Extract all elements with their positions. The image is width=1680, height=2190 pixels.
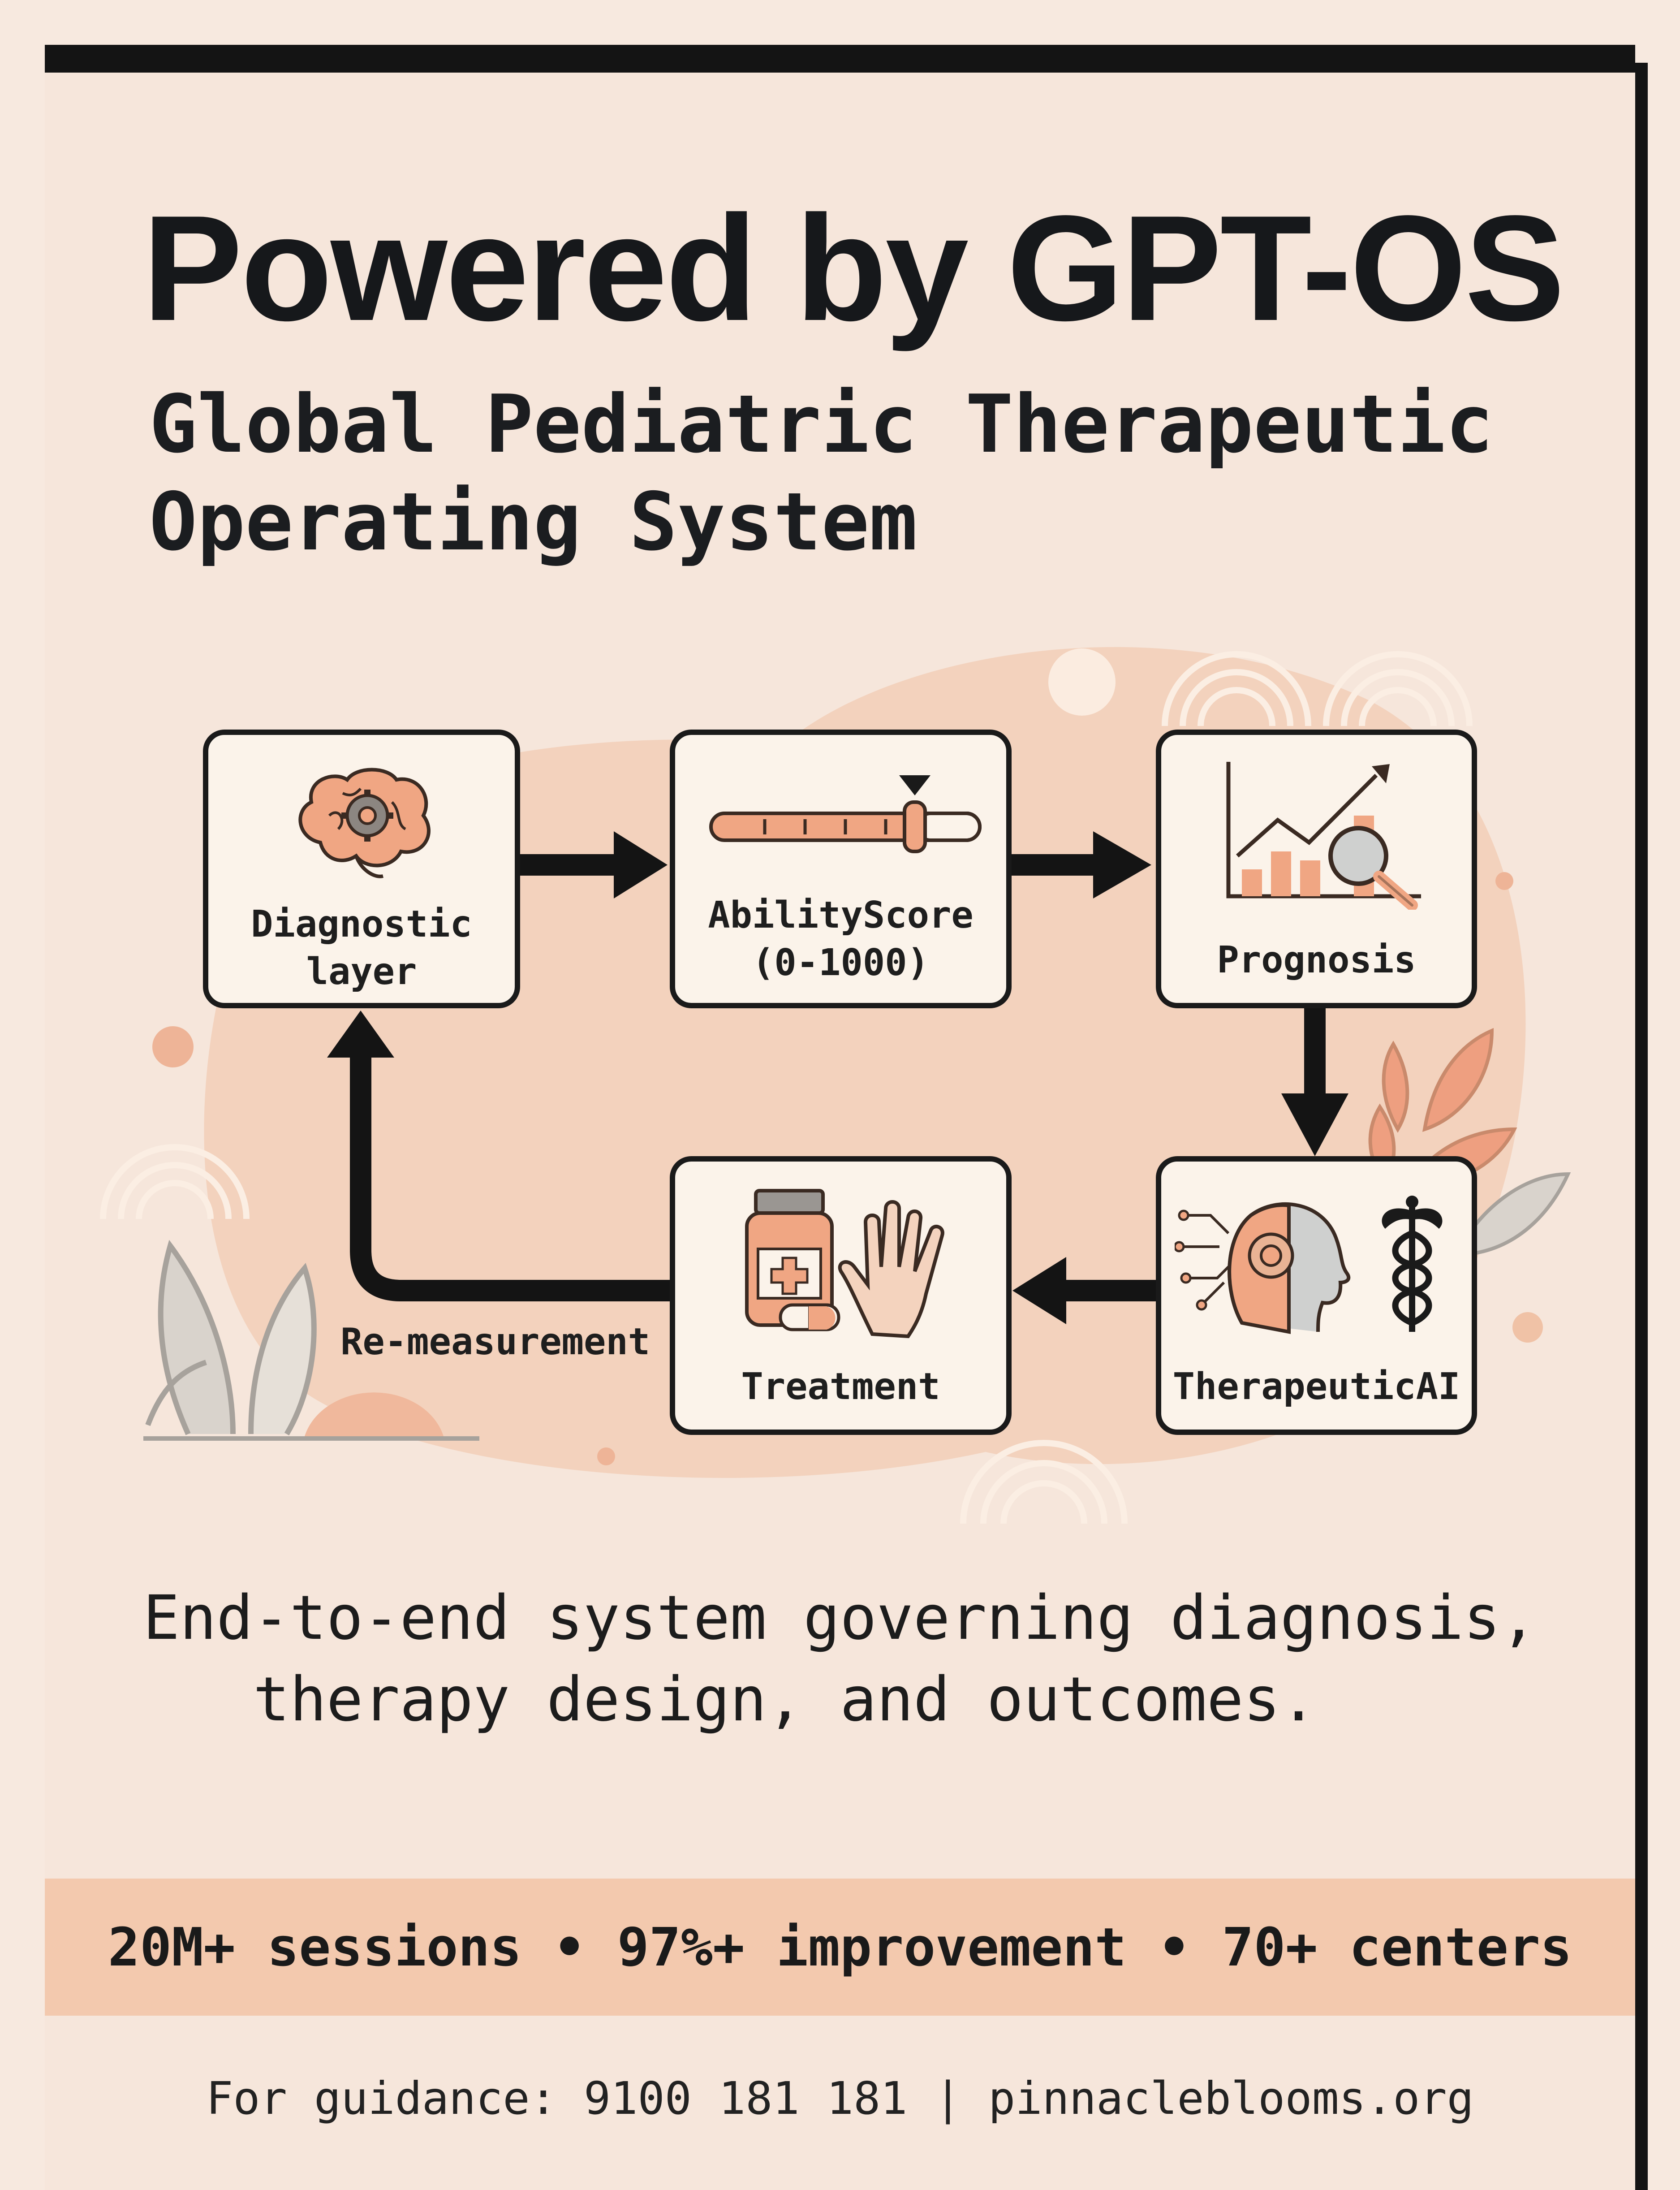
node-label-line: layer xyxy=(306,950,417,993)
node-label-line: AbilityScore xyxy=(708,894,974,937)
stats-band: 20M+ sessions • 97%+ improvement • 70+ c… xyxy=(45,1879,1635,2016)
node-label-prognosis: Prognosis xyxy=(1161,937,1472,984)
node-label-treatment: Treatment xyxy=(675,1363,1006,1411)
node-label-abilityscore: AbilityScore (0-1000) xyxy=(675,892,1006,987)
arrowhead xyxy=(1281,1093,1348,1156)
arrowhead xyxy=(614,831,668,898)
arrowhead xyxy=(1093,831,1151,898)
top-border-bar xyxy=(45,45,1635,73)
deco-dot xyxy=(1512,1312,1543,1343)
footer-contact: For guidance: 9100 181 181 | pinnacleblo… xyxy=(206,2072,1474,2125)
node-label-diagnostic: Diagnostic layer xyxy=(208,901,515,996)
node-label-therapeuticai: TherapeuticAI xyxy=(1161,1363,1472,1411)
page-subtitle: Global Pediatric Therapeutic Operating S… xyxy=(149,376,1605,571)
node-label-line: Diagnostic xyxy=(251,903,472,946)
trend-chart-magnifier-icon xyxy=(1226,762,1421,910)
node-label-line: (0-1000) xyxy=(752,942,929,984)
description-text: End-to-end system governing diagnosis, t… xyxy=(90,1577,1590,1741)
node-label-line: Prognosis xyxy=(1217,939,1416,981)
node-therapeuticai: TherapeuticAI xyxy=(1156,1156,1477,1435)
description-line-1: End-to-end system governing diagnosis, xyxy=(143,1583,1537,1654)
node-abilityscore: AbilityScore (0-1000) xyxy=(670,730,1012,1008)
description-line-2: therapy design, and outcomes. xyxy=(253,1664,1317,1735)
node-prognosis: Prognosis xyxy=(1156,730,1477,1008)
node-diagnostic-layer: Diagnostic layer xyxy=(203,730,520,1008)
right-border-bar xyxy=(1635,63,1648,2190)
node-treatment: Treatment xyxy=(670,1156,1012,1435)
medicine-bottle-hand-icon xyxy=(745,1189,944,1339)
deco-sun xyxy=(1048,648,1116,716)
loop-label-remeasurement: Re-measurement xyxy=(340,1321,650,1363)
subtitle-line-2: Operating System xyxy=(149,475,918,568)
brain-gear-icon xyxy=(298,768,431,878)
deco-dot xyxy=(597,1447,615,1465)
node-label-line: Treatment xyxy=(741,1365,940,1408)
node-label-line: TherapeuticAI xyxy=(1172,1365,1460,1408)
deco-hill xyxy=(305,1392,444,1436)
subtitle-line-1: Global Pediatric Therapeutic xyxy=(149,378,1494,471)
arrowhead xyxy=(1012,1257,1066,1324)
wave-pattern xyxy=(100,651,1473,1524)
deco-dot xyxy=(152,1026,194,1067)
deco-dot xyxy=(1495,872,1513,890)
slider-scale-icon xyxy=(709,775,982,853)
arrowhead xyxy=(327,1011,394,1058)
arrow-remeasurement-loop xyxy=(350,1053,670,1301)
ai-head-caduceus-icon xyxy=(1175,1196,1443,1334)
page-title: Powered by GPT-OS xyxy=(142,184,1565,352)
deco-leaves-left xyxy=(145,1240,317,1436)
stats-text: 20M+ sessions • 97%+ improvement • 70+ c… xyxy=(108,1916,1572,1978)
